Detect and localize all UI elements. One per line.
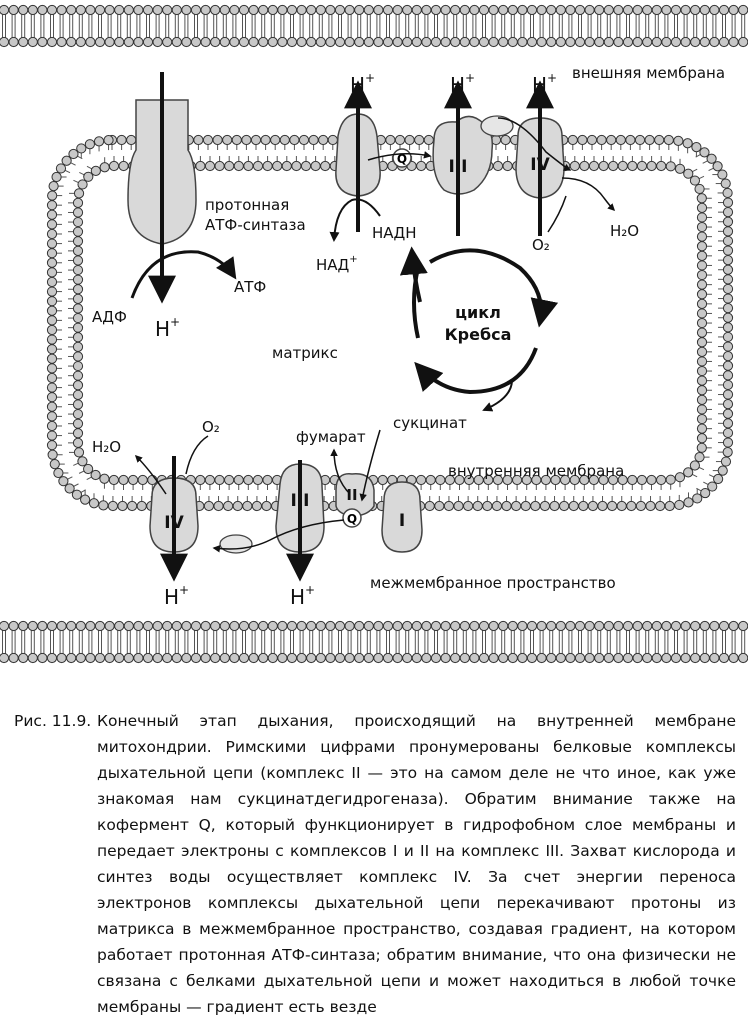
- caption-text: Конечный этап дыхания, происходящий на в…: [97, 712, 736, 1016]
- nadh-label: НАДН: [372, 224, 417, 242]
- complex-iv-bottom-label: IV: [164, 513, 184, 533]
- coenzyme-q-bottom: Q: [342, 508, 362, 528]
- matrix-label: матрикс: [272, 344, 338, 362]
- complex-iv-top-label: IV: [530, 155, 550, 175]
- oxygen-top-path: [547, 195, 567, 233]
- complex-ii-bottom-label: II: [346, 486, 357, 504]
- complex-ii-bottom: [335, 473, 375, 517]
- nadh-oxidation-arrow: [329, 198, 381, 242]
- atp-synthase-label-1: протонная: [205, 196, 289, 214]
- inner-membrane-label: внутренняя мембрана: [448, 462, 624, 480]
- nad-label: НАД+: [316, 254, 358, 274]
- oxygen-bottom-label: O₂: [202, 418, 220, 436]
- outer-membrane-top: [0, 4, 748, 48]
- succinate-label: сукцинат: [393, 414, 467, 432]
- water-bottom-arrow: [134, 454, 167, 495]
- h-plus-complex-iii-bottom: H+: [290, 583, 315, 609]
- complex-iii-top-label: III: [449, 157, 468, 177]
- krebs-cycle: [399, 246, 559, 395]
- electron-path-bottom: [212, 519, 345, 553]
- q-label-bottom: Q: [347, 512, 357, 526]
- krebs-label-1: цикл: [455, 303, 501, 322]
- complex-ii-to-fumarate: [330, 448, 351, 495]
- h-plus-complex-i-top: H+: [350, 71, 375, 97]
- respiration-diagram: Q Q: [0, 4, 748, 664]
- h-plus-complex-iv-top: H+: [532, 71, 557, 97]
- complex-iii-bottom-label: III: [291, 491, 310, 511]
- outer-membrane-label: внешняя мембрана: [572, 64, 725, 82]
- electron-path-i-iii: [367, 151, 432, 161]
- fumarate-label: фумарат: [296, 428, 366, 446]
- krebs-label-2: Кребса: [445, 325, 512, 344]
- complex-i-bottom: [381, 481, 423, 553]
- h-plus-complex-iii-top: H+: [450, 71, 475, 97]
- q-label-top: Q: [397, 152, 407, 166]
- figure-number: Рис. 11.9.: [14, 712, 92, 730]
- water-top-arrow: [561, 177, 616, 212]
- complex-i-bottom-label: I: [399, 511, 405, 531]
- atp-synthase-label-2: АТФ-синтаза: [205, 216, 306, 234]
- complex-i-top-label: I: [355, 147, 361, 167]
- adp-label: АДФ: [92, 308, 127, 326]
- oxygen-bottom-path: [185, 435, 209, 475]
- complex-iii-top: [432, 115, 514, 195]
- atp-label: АТФ: [234, 278, 266, 296]
- water-top-label: H₂O: [610, 222, 639, 240]
- oxygen-top-label: O₂: [532, 236, 550, 254]
- intermembrane-space-label: межмембранное пространство: [370, 574, 616, 592]
- succinate-to-complex-ii: [359, 429, 381, 502]
- electron-path-iii-iv: [497, 117, 572, 171]
- water-bottom-label: H₂O: [92, 438, 121, 456]
- outer-membrane-bottom: [0, 620, 748, 664]
- figure-caption: Рис. 11.9. Конечный этап дыхания, происх…: [14, 708, 736, 1020]
- h-plus-atp-synthase: H+: [155, 315, 180, 341]
- h-plus-complex-iv-bottom: H+: [164, 583, 189, 609]
- adp-atp-arrow: [130, 250, 237, 299]
- succinate-arrow: [482, 379, 513, 412]
- coenzyme-q-top: Q: [392, 148, 412, 168]
